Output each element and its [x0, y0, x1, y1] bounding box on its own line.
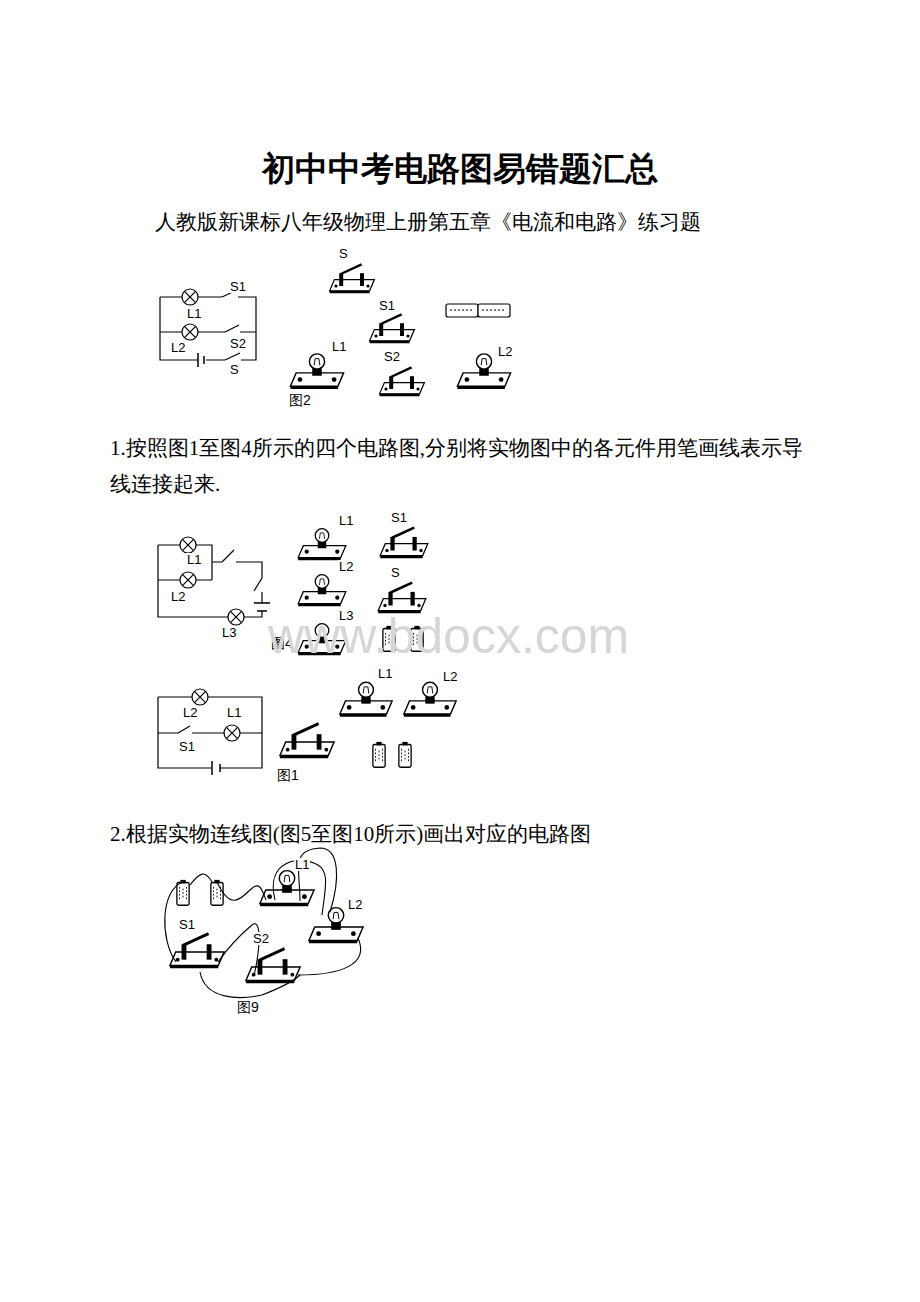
page-title: 初中中考电路图易错题汇总: [0, 150, 920, 190]
component-label: S: [229, 363, 240, 376]
question-text: 1.按照图1至图4所示的四个电路图,分别将实物图中的各元件用笔画线表示导线连接起…: [110, 430, 810, 502]
component-label: L2: [170, 590, 186, 603]
figure-number: 图2: [288, 393, 312, 407]
component-label: S: [390, 566, 401, 579]
component-label: L1: [186, 307, 202, 320]
component-label: S2: [383, 350, 401, 363]
component-label: L1: [338, 514, 354, 527]
component-label: L1: [186, 553, 202, 566]
component-label: L1: [377, 667, 393, 680]
watermark: www.bdocx.com: [268, 606, 629, 666]
component-label: S1: [178, 740, 196, 753]
component-label: L1: [294, 858, 310, 871]
component-label: L2: [497, 345, 513, 358]
component-label: S1: [229, 280, 247, 293]
figure-number: 图1: [276, 768, 300, 782]
component-label: L2: [442, 670, 458, 683]
component-label: L2: [347, 898, 363, 911]
component-label: S: [338, 247, 349, 260]
component-label: S1: [178, 918, 196, 931]
component-label: L3: [221, 626, 237, 639]
component-label: S1: [378, 299, 396, 312]
component-label: L1: [331, 340, 347, 353]
component-label: S2: [252, 932, 270, 945]
subtitle: 人教版新课标八年级物理上册第五章《电流和电路》练习题: [155, 210, 701, 235]
component-label: L2: [170, 341, 186, 354]
component-label: L2: [338, 560, 354, 573]
question-text: 2.根据实物连线图(图5至图10所示)画出对应的电路图: [110, 822, 591, 847]
component-label: L2: [182, 706, 198, 719]
component-label: L1: [226, 706, 242, 719]
component-label: S2: [229, 337, 247, 350]
figure-number: 图9: [236, 1000, 260, 1014]
component-label: S1: [390, 511, 408, 524]
